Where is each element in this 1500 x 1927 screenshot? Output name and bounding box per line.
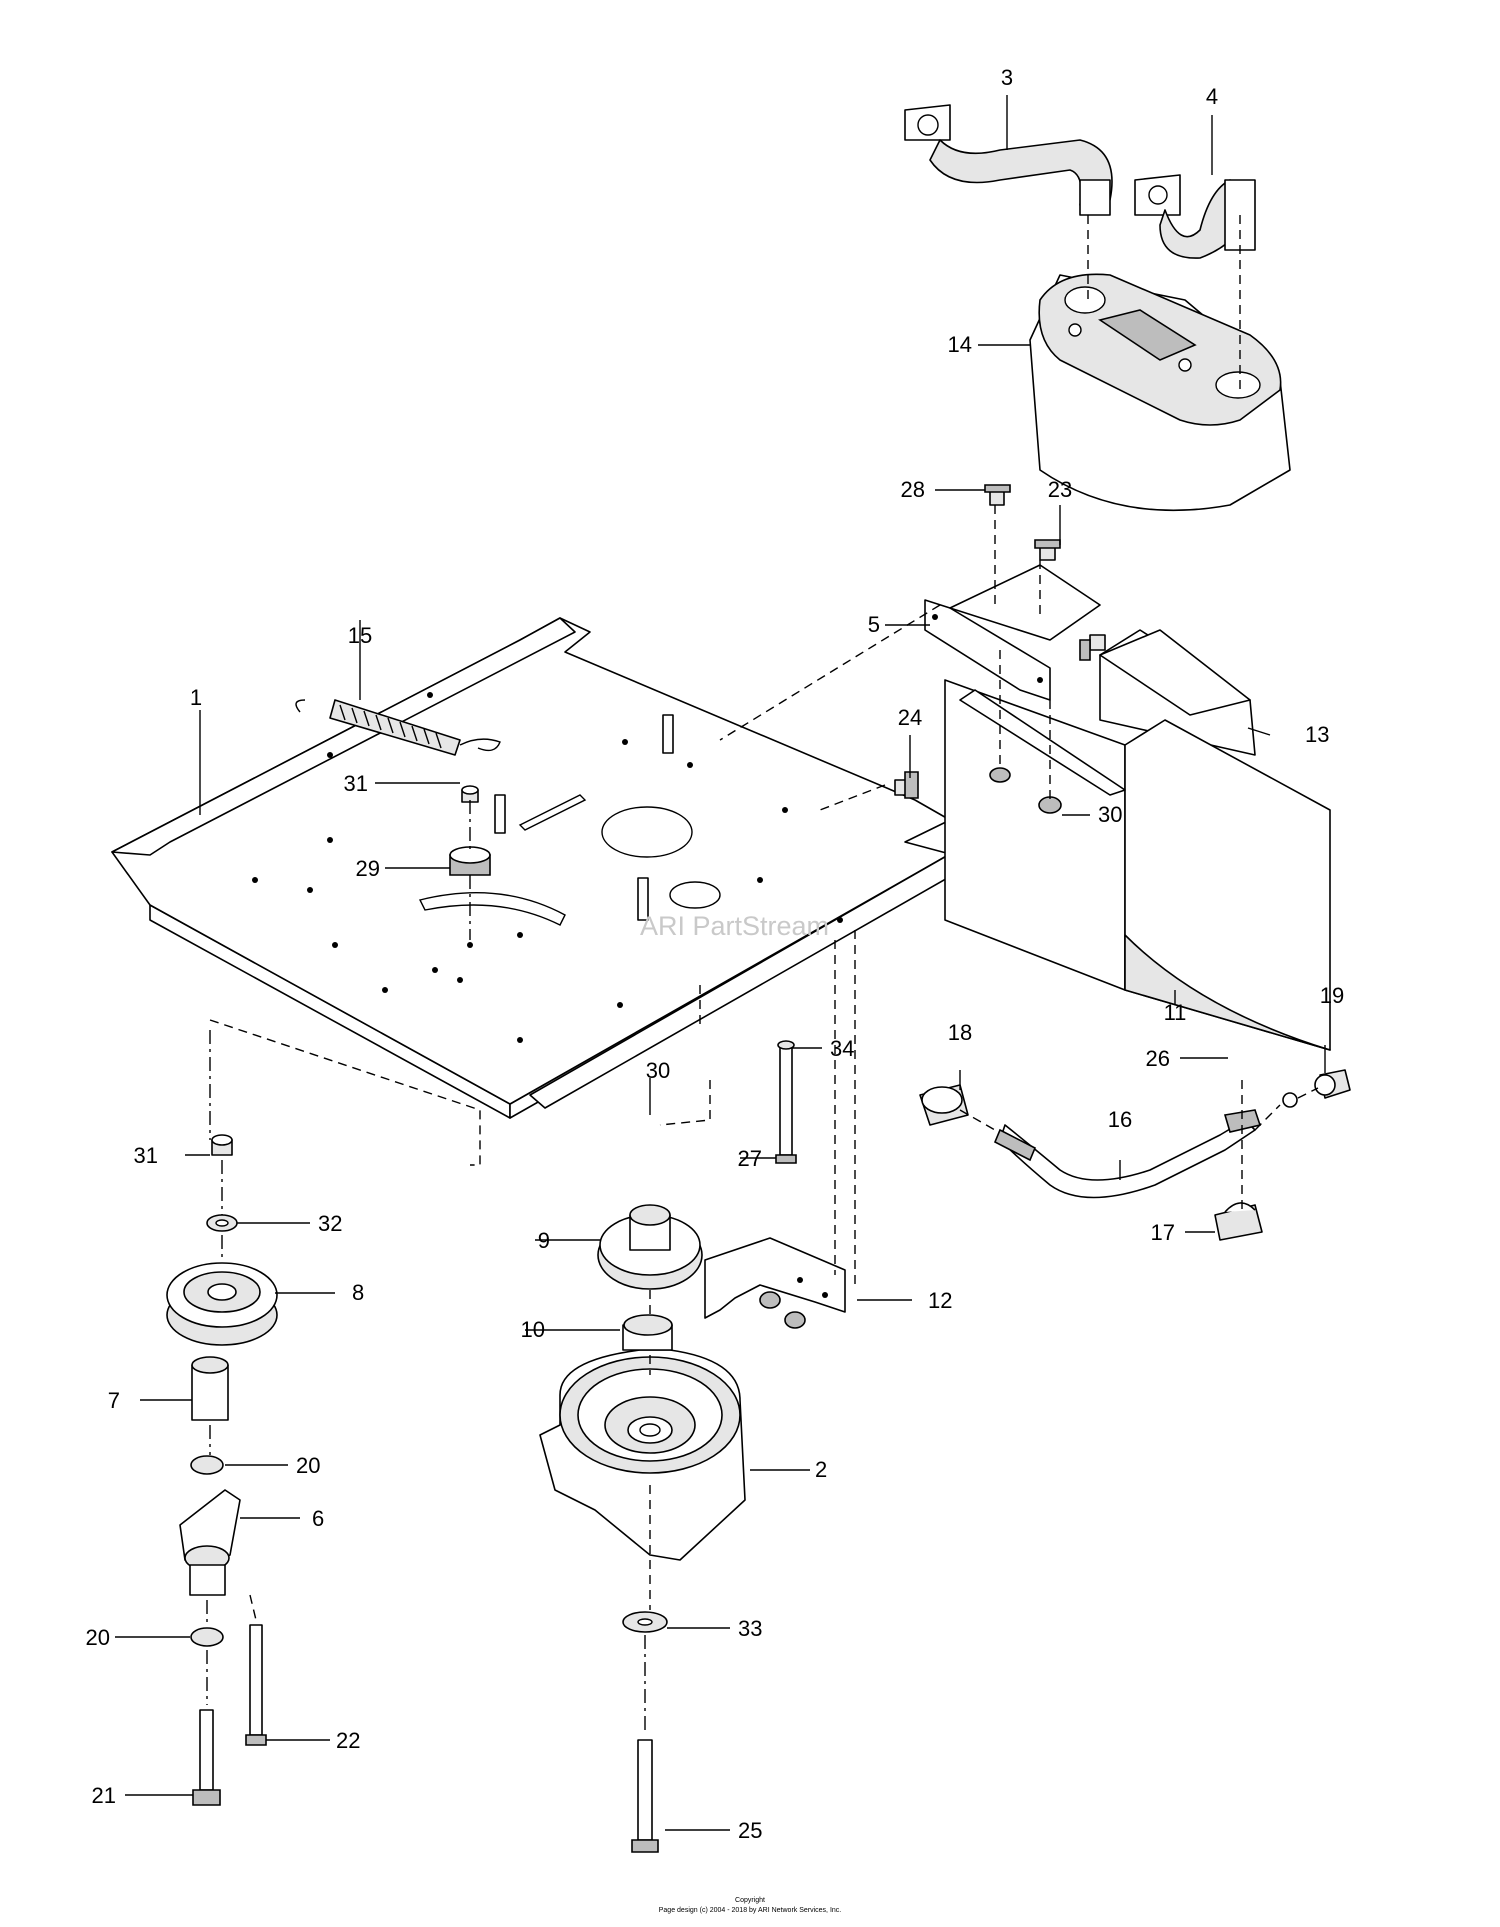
- clutch-washer-and-bolt: [622, 1040, 797, 1853]
- bolt-and-nut: [449, 785, 491, 876]
- callout-16: 16: [1108, 1107, 1132, 1132]
- callout-34: 34: [830, 1036, 854, 1061]
- callout-12: 12: [928, 1288, 952, 1313]
- callout-11: 11: [1164, 1000, 1187, 1025]
- callout-24: 24: [898, 705, 922, 730]
- callout-9: 9: [538, 1228, 550, 1253]
- callout-29: 29: [356, 856, 380, 881]
- pto-clutch: [539, 1349, 746, 1561]
- callout-8: 8: [352, 1280, 364, 1305]
- heat-shield-rear: [1099, 629, 1256, 756]
- heat-shield-front: [944, 679, 1331, 1051]
- exhaust-pipe-right: [1134, 174, 1256, 259]
- callout-22: 22: [336, 1728, 360, 1753]
- clutch-bracket: [704, 1237, 846, 1329]
- leader-lines: [115, 95, 1326, 1831]
- callout-23: 23: [1048, 477, 1072, 502]
- callout-32: 32: [318, 1211, 342, 1236]
- callout-31-lower: 31: [134, 1143, 158, 1168]
- watermark: ARI PartStream: [640, 911, 829, 941]
- callout-1: 1: [190, 685, 202, 710]
- callout-33: 33: [738, 1616, 762, 1641]
- callout-20-lower: 20: [86, 1625, 110, 1650]
- callout-5: 5: [868, 612, 880, 637]
- spacer: [622, 1314, 673, 1351]
- assembly-lines: [206, 215, 1319, 1735]
- idler-assembly: [166, 1134, 278, 1806]
- callout-14: 14: [948, 332, 972, 357]
- copyright-notice: Page design (c) 2004 - 2018 by ARI Netwo…: [659, 1907, 842, 1914]
- callout-3: 3: [1001, 65, 1013, 90]
- callout-28: 28: [901, 477, 925, 502]
- bracket-bolts: [894, 484, 1106, 814]
- callout-2: 2: [815, 1457, 827, 1482]
- callout-4: 4: [1206, 84, 1218, 109]
- callout-7: 7: [108, 1388, 120, 1413]
- muffler-bracket: [924, 564, 1101, 701]
- callout-18: 18: [948, 1020, 972, 1045]
- frame-plate: [111, 617, 966, 1119]
- callout-10: 10: [521, 1317, 545, 1342]
- callout-15: 15: [348, 623, 372, 648]
- callout-6: 6: [312, 1506, 324, 1531]
- callout-labels: 1 2 3 4 5 6 7 8 9 10 11 12 13 14 15 16 1…: [86, 65, 1345, 1843]
- callout-27: 27: [738, 1146, 762, 1171]
- callout-25: 25: [738, 1818, 762, 1843]
- callout-21: 21: [92, 1783, 116, 1808]
- clutch-pulley: [597, 1204, 703, 1290]
- muffler: [1029, 273, 1291, 512]
- exhaust-pipe-left: [904, 104, 1113, 216]
- callout-20-upper: 20: [296, 1453, 320, 1478]
- callout-26: 26: [1146, 1046, 1170, 1071]
- copyright-heading: Copyright: [735, 1897, 765, 1904]
- callout-31-upper: 31: [344, 771, 368, 796]
- fuel-line: [919, 1069, 1351, 1241]
- callout-30-upper: 30: [1098, 802, 1122, 827]
- callout-13: 13: [1305, 722, 1329, 747]
- extension-spring: [295, 699, 501, 756]
- callout-19: 19: [1320, 983, 1344, 1008]
- callout-17: 17: [1151, 1220, 1175, 1245]
- callout-30-lower: 30: [646, 1058, 670, 1083]
